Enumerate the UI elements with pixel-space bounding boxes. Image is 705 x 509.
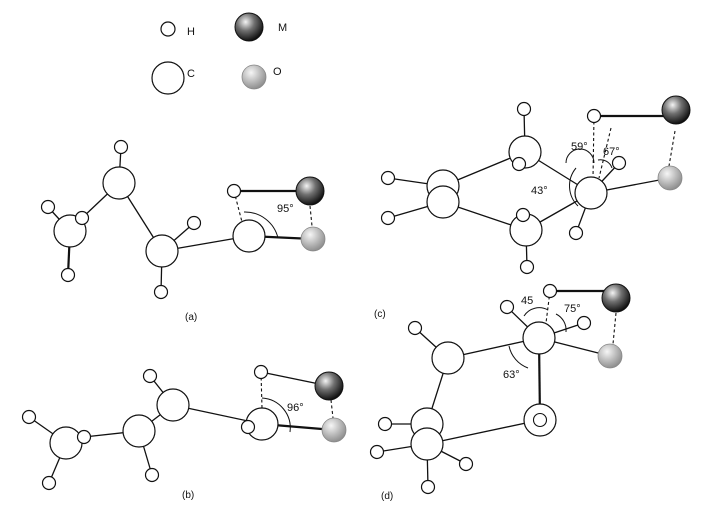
panel-d-hydrogen (458, 456, 474, 472)
panel-c-angle: 59° (571, 141, 588, 153)
panel-b-carbon (156, 388, 190, 422)
panel-a-carbon (232, 219, 266, 253)
panel-c-hydrogen (516, 101, 532, 117)
panel-d-angle: 63° (503, 369, 520, 381)
panel-b-carbon (122, 414, 156, 448)
panel-b-label: (b) (182, 490, 194, 501)
panel-c-oxygen (657, 165, 683, 191)
panel-c-hbond (592, 115, 595, 179)
panel-c-metal (661, 95, 691, 125)
panel-b-hydrogen (21, 409, 37, 425)
legend-m-label: M (278, 22, 287, 34)
panel-d-carbon (410, 427, 444, 461)
panel-a-hydrogen (226, 183, 242, 199)
panel-b-hydrogen (41, 475, 57, 491)
panel-a-hydrogen (153, 284, 169, 300)
panel-d-angle: 45 (521, 295, 533, 307)
panel-c-hydrogen (611, 155, 627, 171)
panel-c-angle: 43° (531, 185, 548, 197)
panel-c-hydrogen (568, 225, 584, 241)
panel-d-metal (601, 283, 631, 313)
panel-d-hydrogen (532, 412, 548, 428)
panel-c-atoms (380, 95, 691, 275)
panel-b-hydrogen (142, 368, 158, 384)
panel-d-mo-coordination (612, 312, 617, 345)
panel-d-hydrogen (420, 479, 436, 495)
panel-a-hydrogen (40, 199, 56, 215)
panel-a: 95° (a) (40, 139, 326, 323)
panel-a-carbon (102, 166, 136, 200)
panel-b-hydrogen (253, 364, 269, 380)
panel-c-hydrogen (586, 108, 602, 124)
panel-b-angle: 96° (287, 402, 304, 414)
panel-c-angle-arc (565, 148, 595, 164)
panel-c-carbon (574, 176, 608, 210)
panel-b-oxygen (321, 417, 347, 443)
panel-c-hydrogen (380, 170, 396, 186)
panel-c-hydrogen (515, 207, 531, 223)
panel-d-hydrogen (576, 315, 592, 331)
panel-c-carbon (426, 185, 460, 219)
panel-d-atoms (369, 283, 631, 495)
panel-c-hydrogen (380, 210, 396, 226)
legend: H M C O (151, 12, 287, 95)
legend-metal-icon (234, 12, 264, 42)
panel-b-hydrogen (76, 429, 92, 445)
legend-carbon-icon (151, 61, 185, 95)
panel-c-angle-arc (569, 167, 579, 207)
panel-a-oxygen (300, 226, 326, 252)
panel-b-bonds (28, 371, 335, 484)
panel-b-hydrogen (240, 419, 256, 435)
panel-d-angle: 75° (564, 303, 581, 315)
panel-a-hydrogen (74, 210, 90, 226)
panel-d-angle-arc (508, 345, 529, 369)
panel-d-hydrogen (377, 416, 393, 432)
panel-a-angle: 95° (277, 203, 294, 215)
panel-d-angle-arc (555, 313, 567, 333)
panel-a-hydrogen (186, 215, 202, 231)
panel-c-hydrogen (519, 259, 535, 275)
legend-hydrogen-icon (160, 21, 176, 37)
panel-d-oxygen (597, 343, 623, 369)
panel-b-carbon (49, 426, 83, 460)
panel-c: 59° 67° 43° (c) (374, 95, 691, 320)
panel-c-angle: 67° (603, 146, 620, 158)
legend-oxygen-icon (241, 64, 267, 90)
legend-c-label: C (187, 68, 195, 80)
panel-d-hydrogen (369, 444, 385, 460)
panel-d-label: (d) (381, 491, 393, 502)
panel-b-metal (314, 371, 344, 401)
panel-a-carbon (145, 234, 179, 268)
panel-b-angle-arc (261, 397, 291, 433)
panel-d-hydrogen (499, 299, 515, 315)
panel-b-hydrogen (144, 467, 160, 483)
panel-c-mo-coordination (668, 130, 676, 167)
panel-b-atoms (21, 364, 347, 491)
panel-a-atoms (40, 139, 326, 300)
panel-d-carbon (431, 341, 465, 375)
legend-o-label: O (273, 66, 282, 78)
panel-a-metal (295, 176, 325, 206)
panel-c-angle-arc (597, 159, 613, 169)
legend-h-label: H (187, 26, 195, 38)
panel-a-angle-arc (243, 211, 279, 239)
panel-b: 96° (b) (21, 364, 347, 501)
panel-d-angle-arc (523, 307, 549, 317)
panel-d-hydrogen (407, 320, 423, 336)
panel-a-mo-coordination (309, 205, 313, 227)
panel-d-hydrogen (542, 283, 558, 299)
panel-b-mo-coordination (330, 399, 334, 419)
panel-c-hydrogen (511, 156, 527, 172)
panel-a-hydrogen (113, 139, 129, 155)
panel-d: 45 75° 63° (d) (369, 283, 631, 502)
panel-c-label: (c) (374, 309, 386, 320)
panel-a-hydrogen (60, 267, 76, 283)
panel-d-carbon (522, 321, 556, 355)
panel-a-label: (a) (185, 312, 197, 323)
